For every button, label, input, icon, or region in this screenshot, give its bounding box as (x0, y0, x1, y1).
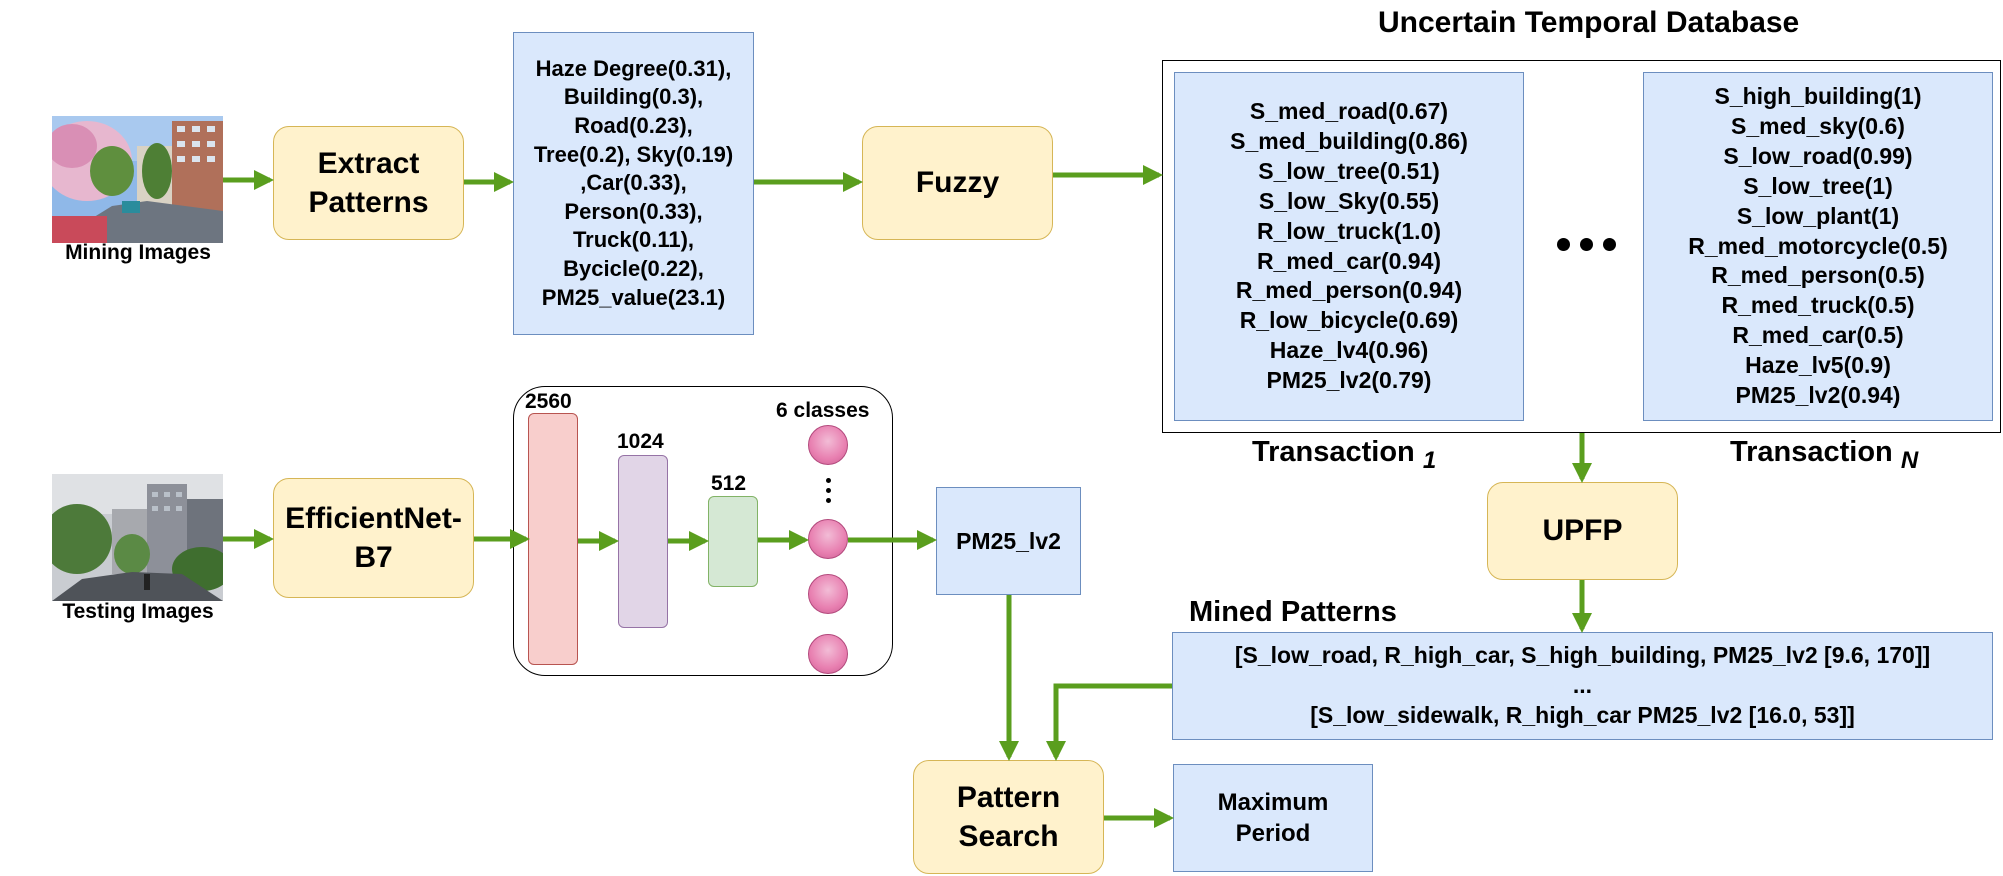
transaction-1-text: Transaction (1252, 436, 1415, 468)
transaction-item: S_low_tree(0.51) (1258, 157, 1440, 184)
layer-size-label: 1024 (617, 430, 664, 453)
transaction-n-text: Transaction (1730, 436, 1893, 468)
arrow-mined-to-pattern-search (1046, 683, 1172, 761)
transaction-item: R_low_bicycle(0.69) (1239, 307, 1459, 334)
pm25-prediction-box: PM25_lv2 (936, 487, 1081, 595)
feature-line: ,Car(0.33), (580, 170, 687, 196)
transaction-item: R_med_truck(0.5) (1721, 292, 1915, 319)
database-title: Uncertain Temporal Database (1378, 6, 1800, 39)
pm25-prediction-label: PM25_lv2 (956, 527, 1061, 554)
transaction-item: R_med_motorcycle(0.5) (1688, 232, 1948, 259)
transaction-item: PM25_lv2(0.94) (1735, 382, 1901, 408)
pattern-search-label-2: Search (958, 820, 1059, 853)
mined-patterns-title: Mined Patterns (1189, 596, 1397, 628)
transaction-item: S_low_tree(1) (1743, 172, 1893, 199)
pattern-search-label-1: Pattern (956, 781, 1061, 814)
feature-line: Person(0.33), (564, 198, 703, 224)
transaction-item: S_low_plant(1) (1736, 202, 1900, 229)
maximum-period-label-1: Maximum (1217, 788, 1329, 816)
mining-image (52, 116, 223, 243)
feature-line: Tree(0.2), Sky(0.19) (533, 141, 734, 167)
output-node (808, 425, 848, 465)
transaction-item: Haze_lv4(0.96) (1269, 337, 1429, 364)
layer-size-label: 2560 (525, 390, 572, 413)
mined-pattern-ellipsis: ... (1572, 672, 1593, 699)
dense-layer-2560 (528, 413, 578, 665)
pattern-search-box: Pattern Search (913, 760, 1104, 874)
transaction-item: Haze_lv5(0.9) (1745, 352, 1891, 379)
upfp-box: UPFP (1487, 482, 1678, 580)
efficientnet-box: EfficientNet- B7 (273, 478, 474, 598)
transaction-item: S_med_road(0.67) (1249, 98, 1449, 125)
mining-images-caption: Mining Images (65, 241, 211, 264)
fuzzy-box: Fuzzy (862, 126, 1053, 240)
transaction-item: PM25_lv2(0.79) (1266, 367, 1432, 394)
dense-layer-1024 (618, 455, 668, 628)
mined-pattern-line: [S_low_sidewalk, R_high_car PM25_lv2 [16… (1310, 701, 1855, 728)
more-transactions-ellipsis (1557, 238, 1616, 251)
transaction-item: S_high_building(1) (1714, 83, 1922, 110)
transaction-item: R_med_car(0.5) (1732, 322, 1904, 349)
testing-image (52, 474, 223, 601)
upfp-label: UPFP (1542, 514, 1623, 547)
fuzzy-label: Fuzzy (915, 166, 1000, 199)
testing-images-caption: Testing Images (62, 600, 214, 623)
feature-line: PM25_value(23.1) (541, 284, 726, 310)
efficientnet-label-2: B7 (354, 541, 393, 574)
maximum-period-label-2: Period (1235, 820, 1311, 847)
output-classes-label: 6 classes (776, 399, 870, 422)
maximum-period-box: Maximum Period (1173, 764, 1373, 872)
efficientnet-label-1: EfficientNet- (285, 502, 462, 535)
extracted-features-box: Haze Degree(0.31), Building(0.3), Road(0… (513, 32, 754, 335)
feature-line: Bycicle(0.22), (563, 255, 704, 281)
output-node (808, 519, 848, 559)
feature-line: Haze Degree(0.31), (535, 55, 732, 81)
transaction-n-box: S_high_building(1) S_med_sky(0.6) S_low_… (1643, 72, 1993, 421)
transaction-item: S_low_Sky(0.55) (1258, 187, 1440, 214)
feature-line: Road(0.23), (574, 113, 693, 139)
transaction-1-box: S_med_road(0.67) S_med_building(0.86) S_… (1174, 72, 1524, 421)
transaction-item: S_low_road(0.99) (1723, 142, 1913, 169)
transaction-item: S_med_sky(0.6) (1731, 112, 1905, 139)
transaction-n-label: Transaction N (1730, 436, 1918, 475)
layer-size-label: 512 (711, 472, 747, 495)
output-node (808, 634, 848, 674)
transaction-item: R_med_person(0.94) (1235, 277, 1463, 304)
feature-line: Truck(0.11), (572, 227, 695, 253)
extract-patterns-box: Extract Patterns (273, 126, 464, 240)
extract-patterns-label-1: Extract (317, 147, 420, 180)
transaction-item: R_med_person(0.5) (1711, 262, 1925, 289)
feature-line: Building(0.3), (563, 84, 704, 110)
output-node (808, 574, 848, 614)
transaction-1-label: Transaction 1 (1252, 436, 1436, 475)
transaction-1-subscript: 1 (1422, 446, 1437, 474)
extract-patterns-label-2: Patterns (308, 186, 429, 219)
transaction-item: R_low_truck(1.0) (1256, 217, 1442, 244)
mined-pattern-line: [S_low_road, R_high_car, S_high_building… (1234, 642, 1931, 669)
transaction-item: S_med_building(0.86) (1230, 127, 1468, 154)
mined-patterns-box: [S_low_road, R_high_car, S_high_building… (1172, 632, 1993, 740)
vertical-ellipsis (826, 478, 831, 503)
transaction-item: R_med_car(0.94) (1256, 247, 1442, 274)
transaction-n-subscript: N (1900, 446, 1919, 474)
